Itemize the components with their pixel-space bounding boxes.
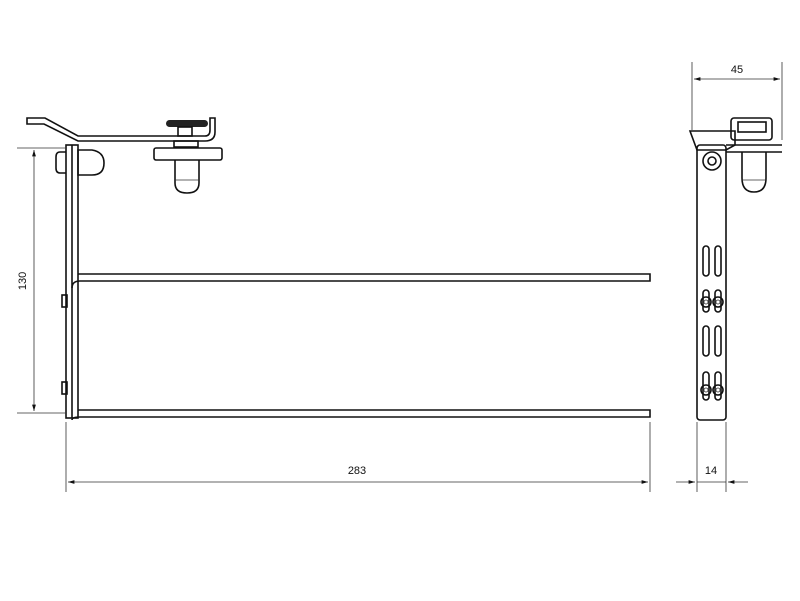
mount-plate [153, 147, 223, 161]
screw [61, 294, 68, 308]
top-cap [688, 130, 736, 151]
dimension-thickness: 14 [676, 422, 748, 492]
dimension-label-130: 130 [17, 272, 29, 290]
slots [700, 245, 724, 401]
side-view [26, 117, 651, 421]
bulb-front [741, 152, 767, 193]
front-view [688, 117, 782, 421]
dimension-height: 130 [17, 147, 66, 414]
dimension-width: 45 [691, 62, 783, 140]
dimension-length: 283 [65, 422, 651, 492]
dimension-label-14: 14 [705, 465, 717, 477]
adjust-knob [166, 120, 208, 127]
upper-rail [71, 273, 651, 289]
top-bracket [26, 117, 216, 142]
knob-top [730, 117, 773, 141]
screw [61, 381, 68, 395]
lower-rail [71, 409, 651, 421]
front-plate [696, 144, 727, 421]
dimension-label-45: 45 [731, 64, 743, 76]
side-knob [77, 149, 105, 176]
pivot [702, 151, 722, 171]
dimension-label-283: 283 [348, 465, 366, 477]
bulb [174, 160, 200, 194]
